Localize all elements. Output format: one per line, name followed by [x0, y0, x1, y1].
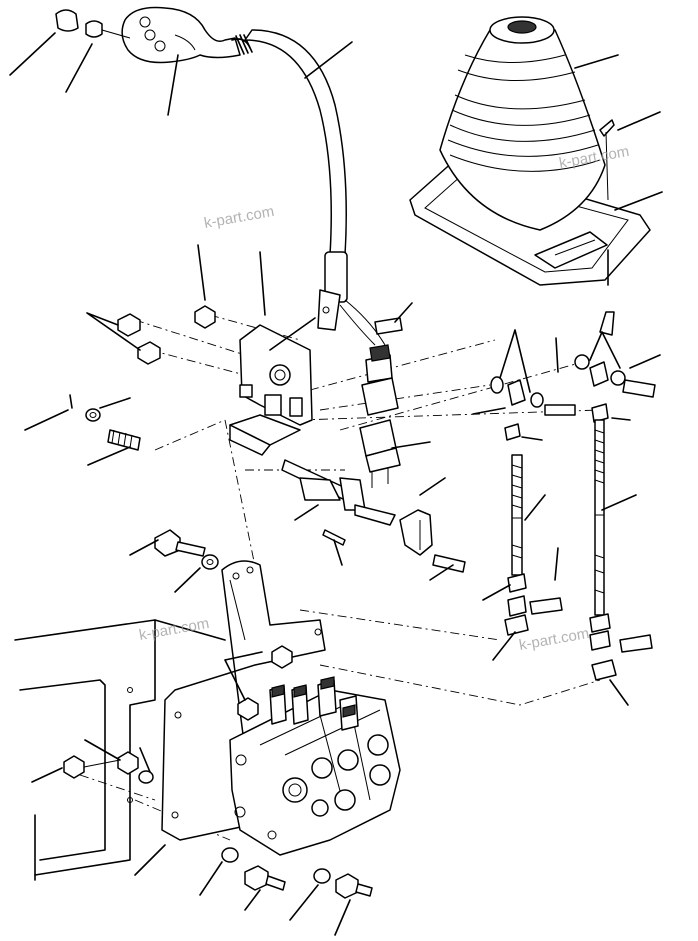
control-valve — [229, 676, 401, 856]
bolts — [154, 311, 615, 899]
knob-parts — [55, 9, 131, 39]
frame-panel — [14, 619, 226, 881]
watermark-4: k-part.com — [518, 625, 591, 654]
valve-hardware — [63, 645, 293, 784]
watermark-3: k-part.com — [138, 615, 211, 644]
lever-bracket — [229, 324, 433, 556]
valve-mounting-plate — [161, 560, 326, 841]
electrical-connectors — [339, 299, 401, 488]
joystick-handle — [121, 6, 348, 331]
control-rods — [490, 354, 656, 681]
rubber-boot — [409, 16, 651, 286]
watermark-1: k-part.com — [203, 203, 276, 232]
callout-leaders — [9, 32, 663, 936]
small-hardware-left — [69, 305, 216, 451]
